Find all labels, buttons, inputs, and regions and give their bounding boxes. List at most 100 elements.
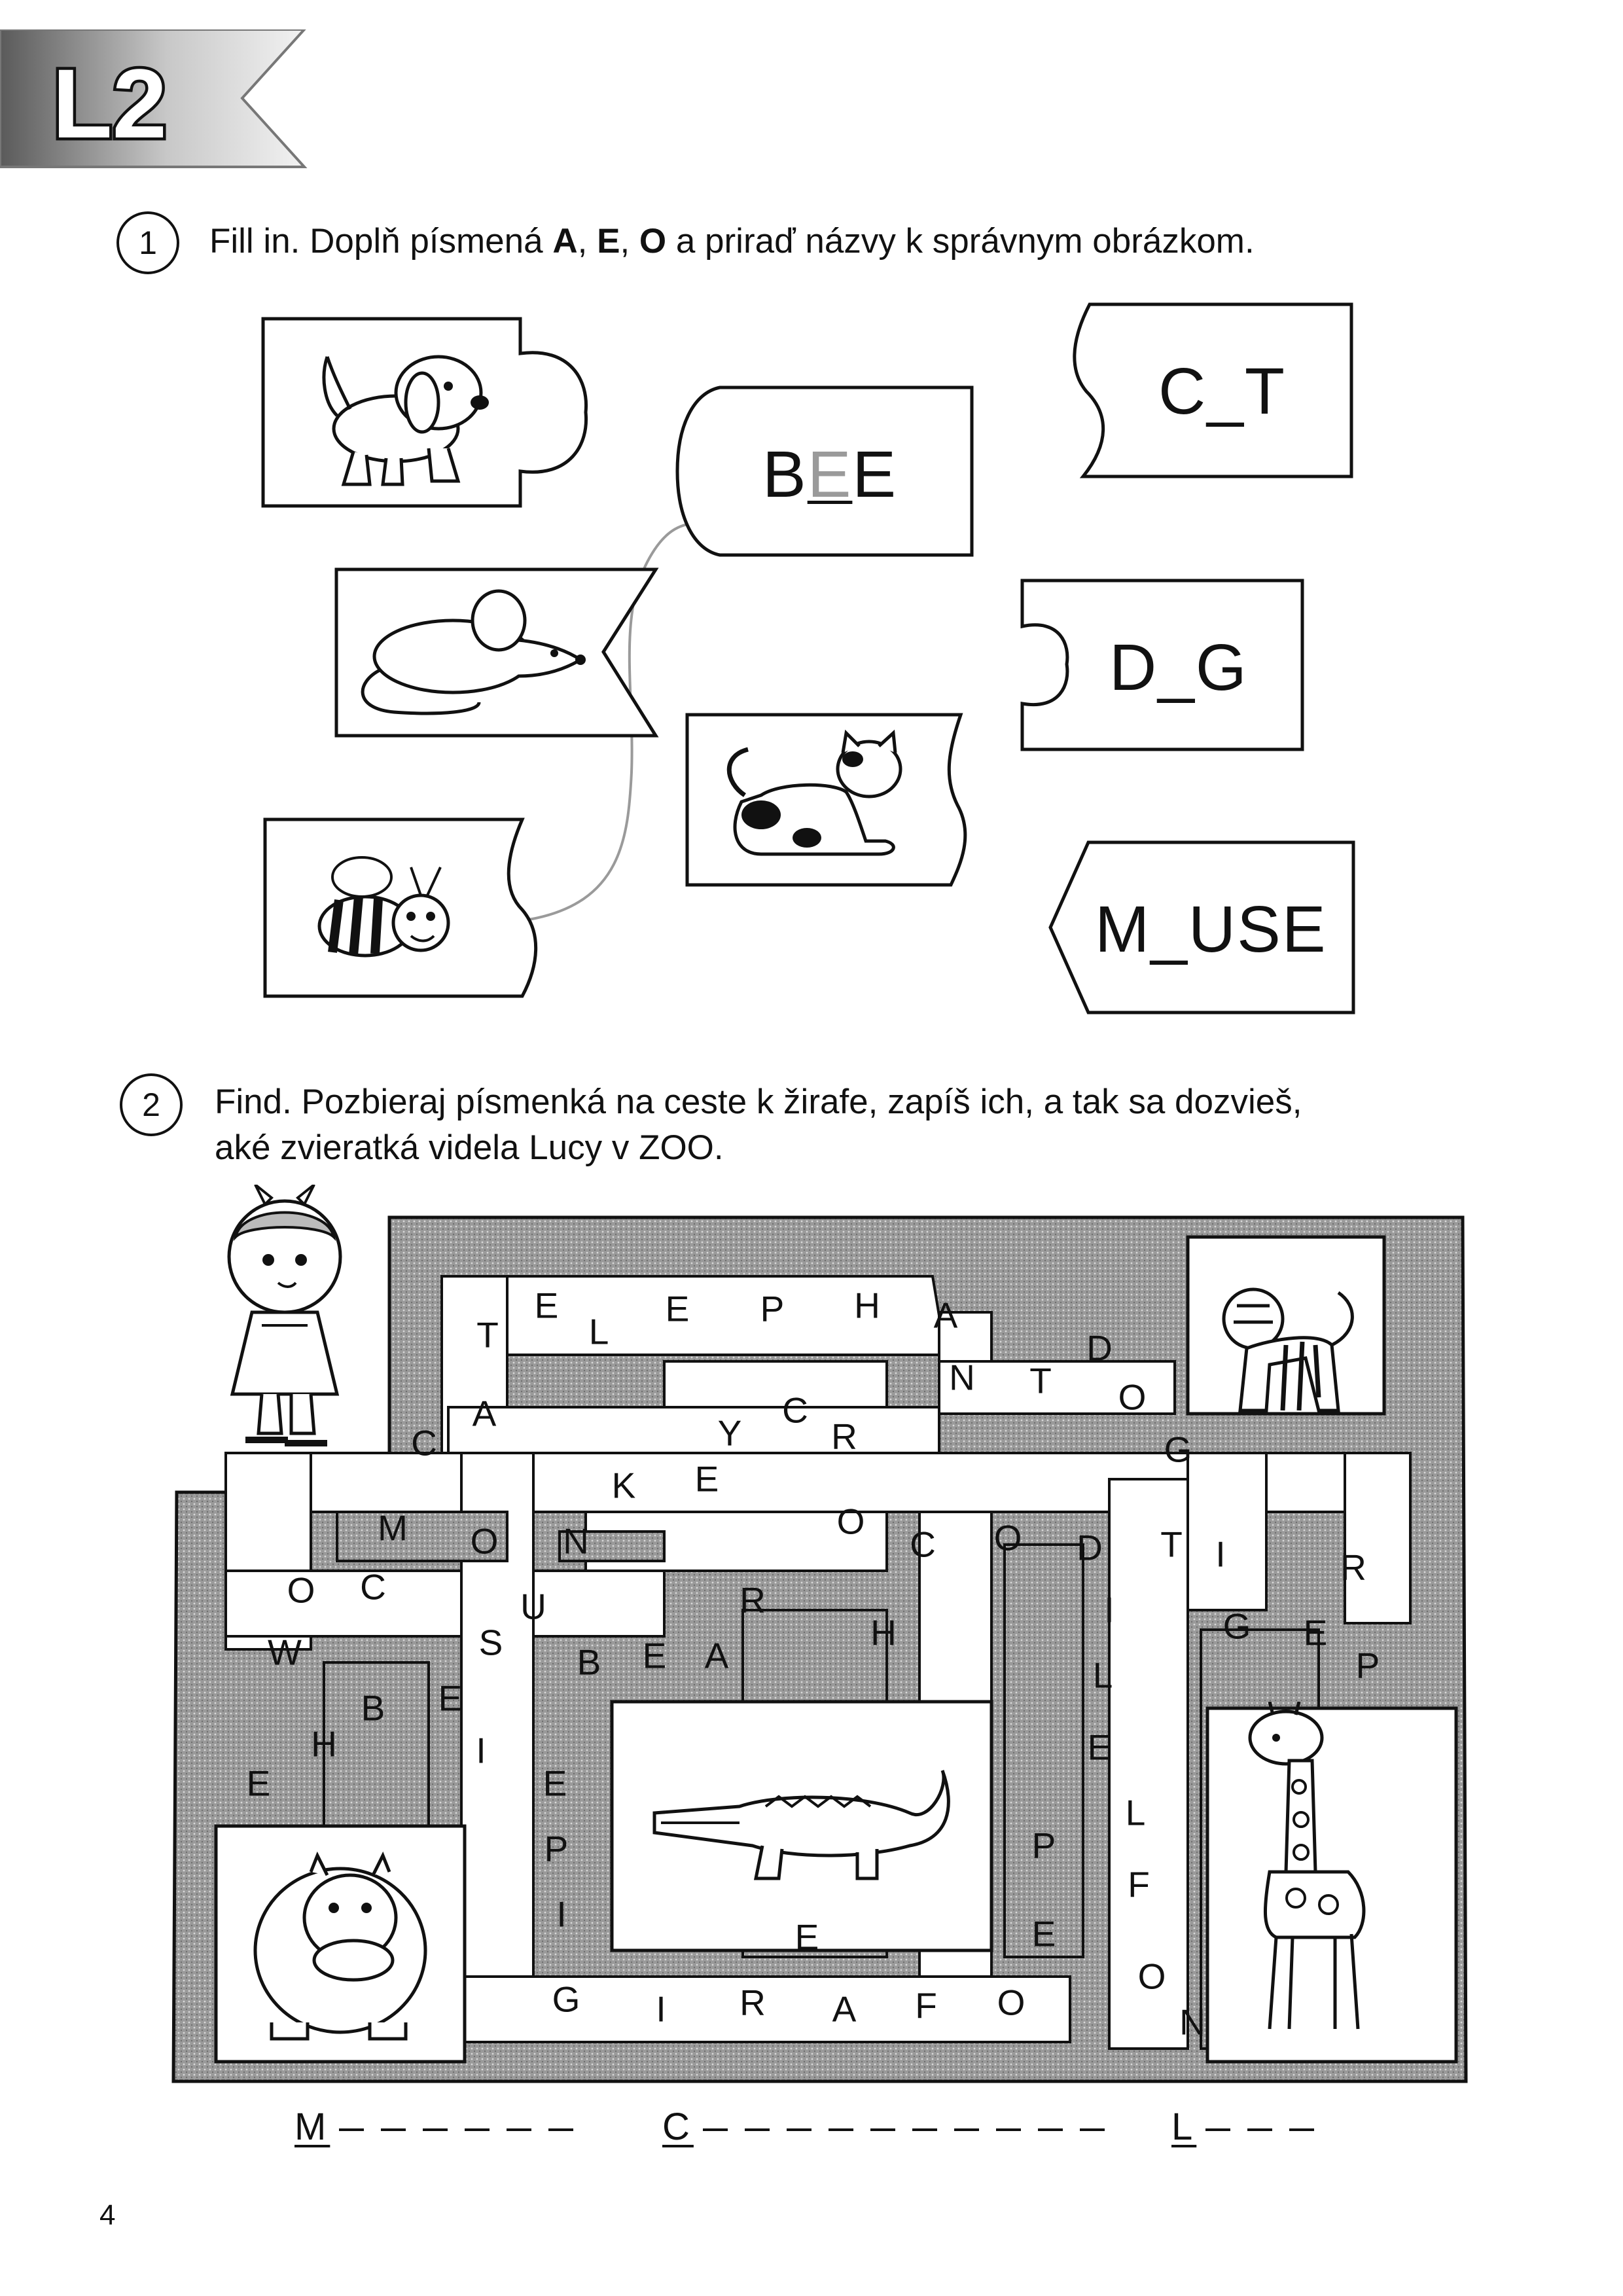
answer-2-first-letter: C [662, 2106, 694, 2148]
maze-letter: E [1087, 1727, 1112, 1768]
answer-blank[interactable] [381, 2128, 406, 2131]
answer-blank[interactable] [548, 2128, 574, 2131]
maze-letter: C [782, 1390, 808, 1431]
answer-2[interactable]: C [662, 2108, 1122, 2147]
maze-letter: B [361, 1687, 385, 1729]
answer-blank[interactable] [954, 2128, 979, 2131]
answer-1[interactable]: M [294, 2108, 590, 2147]
answer-blank[interactable] [1037, 2128, 1063, 2131]
answer-blank[interactable] [507, 2128, 532, 2131]
answer-3-blanks[interactable] [1205, 2108, 1331, 2147]
maze-letter: H [870, 1612, 897, 1653]
word-dog: D_G [1109, 631, 1248, 704]
puzzle-bee-picture[interactable] [263, 817, 548, 998]
answer-blank[interactable] [702, 2128, 728, 2131]
answer-blank[interactable] [1247, 2128, 1273, 2131]
maze-letter: E [794, 1916, 819, 1958]
maze-letter: E [1031, 1913, 1056, 1954]
maze-letter: E [438, 1677, 463, 1719]
maze-letter: E [642, 1635, 667, 1676]
answer-blank[interactable] [465, 2128, 490, 2131]
puzzle-dog-picture[interactable] [261, 317, 602, 508]
answer-blank[interactable] [423, 2128, 448, 2131]
maze-letter: O [470, 1520, 499, 1562]
lesson-label: L2 [52, 48, 167, 158]
maze-letter: D [1077, 1527, 1103, 1568]
sep: , [620, 222, 639, 260]
word-cat: C_T [1158, 355, 1286, 428]
answer-blank[interactable] [870, 2128, 895, 2131]
maze-letter: R [740, 1579, 766, 1621]
maze-letter: P [1355, 1645, 1380, 1686]
puzzle-dog-word[interactable]: D_G [1020, 579, 1306, 753]
maze-letter: C [910, 1524, 936, 1565]
answer-blank[interactable] [786, 2128, 812, 2131]
puzzle-mouse-picture[interactable] [334, 567, 662, 738]
maze-letter: E [694, 1458, 719, 1499]
answer-3-first-letter: L [1171, 2106, 1197, 2148]
cat-icon [726, 729, 902, 856]
maze-letter: E [665, 1288, 690, 1329]
answer-2-blanks[interactable] [702, 2108, 1122, 2147]
maze-letter: M [378, 1507, 408, 1549]
maze-letter: P [760, 1288, 785, 1329]
maze-letter: L [588, 1311, 609, 1352]
maze-letter: R [831, 1416, 857, 1457]
crocodile-icon [652, 1770, 950, 1880]
word-bee-filled-letter: E [807, 438, 853, 511]
giraffe-icon [1248, 1702, 1366, 2030]
maze-letter: N [949, 1357, 975, 1398]
letter-a: A [552, 222, 578, 260]
maze-letter: T [1029, 1360, 1052, 1401]
page-number: 4 [99, 2199, 116, 2231]
maze-letter: P [544, 1828, 569, 1869]
maze-letter: G [552, 1979, 580, 2020]
maze-letter: L [1092, 1655, 1113, 1696]
answer-blank[interactable] [995, 2128, 1021, 2131]
puzzle-bee-word[interactable]: BEE [668, 386, 975, 557]
maze-letter: I [1104, 1589, 1115, 1630]
puzzle-cat-word[interactable]: C_T [1050, 302, 1355, 480]
tiger-icon [1222, 1287, 1354, 1412]
answer-blank[interactable] [1205, 2128, 1231, 2131]
puzzle-mouse-word[interactable]: M_USE [1048, 840, 1357, 1014]
maze-letter: T [1160, 1524, 1183, 1565]
maze-letter: H [854, 1285, 880, 1326]
maze-letter: F [915, 1985, 937, 2026]
answer-blank[interactable] [828, 2128, 853, 2131]
answer-blank[interactable] [744, 2128, 770, 2131]
answer-blank[interactable] [1079, 2128, 1105, 2131]
answer-3[interactable]: L [1171, 2108, 1331, 2147]
maze-letter: H [311, 1723, 337, 1765]
maze-letter: P [1031, 1825, 1056, 1866]
word-mouse: M_USE [1095, 893, 1327, 966]
maze-letter: N [563, 1520, 589, 1562]
maze-letter: E [543, 1763, 567, 1804]
maze-letter: L [1125, 1792, 1146, 1833]
maze-letter: O [836, 1501, 865, 1542]
puzzle-cat-picture[interactable] [685, 713, 993, 887]
sep: , [577, 222, 597, 260]
maze-letter: E [246, 1763, 271, 1804]
maze-letter: E [1303, 1612, 1328, 1653]
answer-blank[interactable] [339, 2128, 365, 2131]
answer-blank[interactable] [912, 2128, 937, 2131]
maze-letter: I [556, 1893, 567, 1935]
maze-letter: G [1164, 1429, 1192, 1470]
maze-letter: A [472, 1393, 497, 1434]
maze-letter: R [1340, 1547, 1366, 1588]
exercise-2-instruction-line-1: Find. Pozbieraj písmenká na ceste k žira… [215, 1083, 1302, 1121]
exercise-2-instruction-line-2: aké zvieratká videla Lucy v ZOO. [215, 1128, 724, 1167]
answer-1-blanks[interactable] [339, 2108, 590, 2147]
maze-letter: W [268, 1632, 302, 1673]
maze-letter: U [520, 1586, 546, 1627]
maze-letter: D [1086, 1327, 1113, 1369]
maze-letter: A [704, 1635, 729, 1676]
letter-e: E [597, 222, 620, 260]
word-bee-end: E [852, 438, 898, 511]
maze-letter: A [933, 1295, 958, 1336]
maze-letter: F [1128, 1864, 1150, 1905]
answer-blank[interactable] [1289, 2128, 1315, 2131]
maze-letter: O [993, 1517, 1022, 1558]
word-bee-start: B [762, 438, 808, 511]
